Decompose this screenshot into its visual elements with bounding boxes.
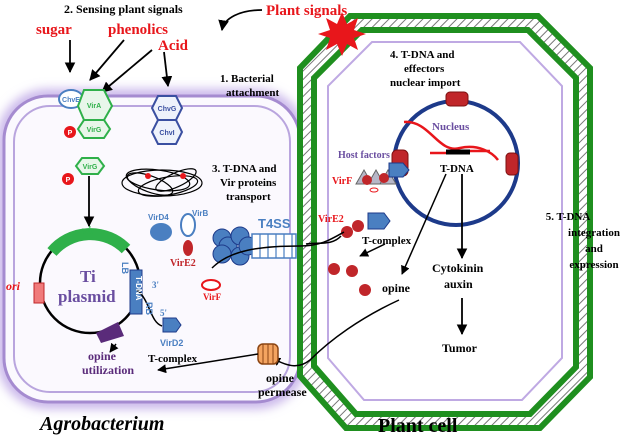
plant-signals-label: Plant signals	[266, 3, 347, 19]
cytokinin-label: Cytokinin	[432, 261, 484, 275]
agrobacterium-title: Agrobacterium	[38, 413, 164, 435]
vire2-bead	[352, 220, 364, 232]
tumor-label: Tumor	[442, 341, 478, 355]
host-factors-label: Host factors	[338, 150, 390, 161]
chve-label: ChvE	[62, 97, 80, 104]
virg-free-label: VirG	[83, 164, 98, 171]
opine-utilization-label: utilization	[82, 363, 134, 377]
integration-step-label: integration	[568, 227, 620, 239]
plant-signal-burst-icon	[318, 12, 366, 56]
vird4-protein	[150, 223, 172, 241]
lb-label: LB	[120, 262, 130, 274]
attachment-label: attachment	[226, 87, 279, 99]
virf-nucleus-label: VirF	[332, 176, 352, 187]
opine-plant-label: opine	[382, 281, 411, 295]
nucleus-label: Nucleus	[432, 121, 470, 133]
vira-label: VirA	[87, 103, 101, 110]
integration-step-label: and	[585, 243, 603, 255]
vird4-label: VirD4	[148, 213, 169, 222]
t4ss-secretion-system	[212, 226, 297, 266]
sensing-step-label: 2. Sensing plant signals	[64, 2, 183, 16]
phenolics-label: phenolics	[108, 22, 168, 38]
transport-step-label: 3. T-DNA and	[212, 163, 277, 175]
chvi-protein	[150, 119, 184, 145]
ti-plasmid-label: plasmid	[58, 287, 116, 306]
opine-permease-label: opine	[266, 371, 295, 385]
vire2-bead	[346, 265, 358, 277]
chromosome-dna	[403, 120, 499, 161]
virg-top-label: VirG	[87, 127, 102, 134]
opine-utilization-region	[96, 322, 124, 343]
virf-bact-label: VirF	[203, 292, 222, 302]
nuclear-pore-right	[505, 152, 519, 176]
nuclear-import-label: effectors	[404, 63, 445, 75]
virg-free-protein	[74, 157, 106, 175]
virb-label: VirB	[192, 209, 209, 218]
vire2-bead	[328, 263, 340, 275]
vird2-label: VirD2	[160, 338, 183, 348]
vire2-bead	[379, 173, 389, 183]
vire2-protein	[183, 240, 193, 256]
tdna-nucleus-label: T-DNA	[440, 163, 474, 175]
tdna-region	[129, 269, 143, 315]
virf-protein	[369, 187, 379, 193]
vire2-bead	[359, 284, 371, 296]
tcomplex-plant-label: T-complex	[362, 235, 412, 247]
t4ss-label: T4SS	[258, 216, 291, 231]
chvg-label: ChvG	[158, 106, 177, 113]
opine-utilization-label: opine	[88, 349, 117, 363]
transport-step-label: transport	[226, 191, 271, 203]
opine-permease	[257, 343, 279, 365]
sugar-label: sugar	[36, 22, 72, 38]
three-prime-label: 3'	[152, 280, 159, 290]
nuclear-import-label: nuclear import	[390, 77, 461, 89]
nuclear-pore-top	[445, 91, 469, 107]
chvi-label: ChvI	[159, 130, 174, 137]
virb-protein	[180, 213, 196, 237]
ti-plasmid-label: Ti	[80, 267, 96, 286]
acid-label: Acid	[158, 38, 189, 54]
transport-step-label: Vir proteins	[220, 177, 277, 189]
tdna-plasmid-label: T-DNA	[134, 276, 143, 301]
vire2-bact-label: VirE2	[170, 258, 196, 269]
vir-region	[47, 228, 131, 257]
phosphate-icon	[62, 173, 74, 185]
phosphate-icon	[64, 126, 76, 138]
tcomplex-bact-label: T-complex	[148, 353, 198, 365]
vire2-bead	[362, 175, 372, 185]
attachment-label: 1. Bacterial	[220, 73, 274, 85]
vird2-protein	[162, 317, 182, 333]
phosphate-label: P	[68, 130, 73, 137]
vire2-plant-label: VirE2	[318, 214, 344, 225]
vire2-bead	[341, 226, 353, 238]
plant-cell-title: Plant cell	[378, 415, 458, 437]
vird2-protein	[388, 162, 410, 178]
bacterial-chromosome	[121, 168, 203, 197]
nuclear-import-label: 4. T-DNA and	[390, 49, 455, 61]
auxin-label: auxin	[444, 277, 473, 291]
rb-label: RB	[144, 302, 154, 315]
integration-step-label: 5. T-DNA	[546, 211, 591, 223]
vir-label: vir	[82, 223, 96, 237]
ori-region	[33, 282, 45, 304]
vird2-protein	[367, 212, 391, 230]
virg-bound-protein	[76, 119, 112, 139]
integration-step-label: expression	[569, 259, 618, 271]
opine-permease-label: permease	[258, 385, 307, 399]
five-prime-label: 5'	[160, 308, 167, 318]
phosphate-label: P	[66, 177, 71, 184]
ori-label: ori	[6, 279, 21, 293]
virf-protein	[201, 279, 221, 291]
